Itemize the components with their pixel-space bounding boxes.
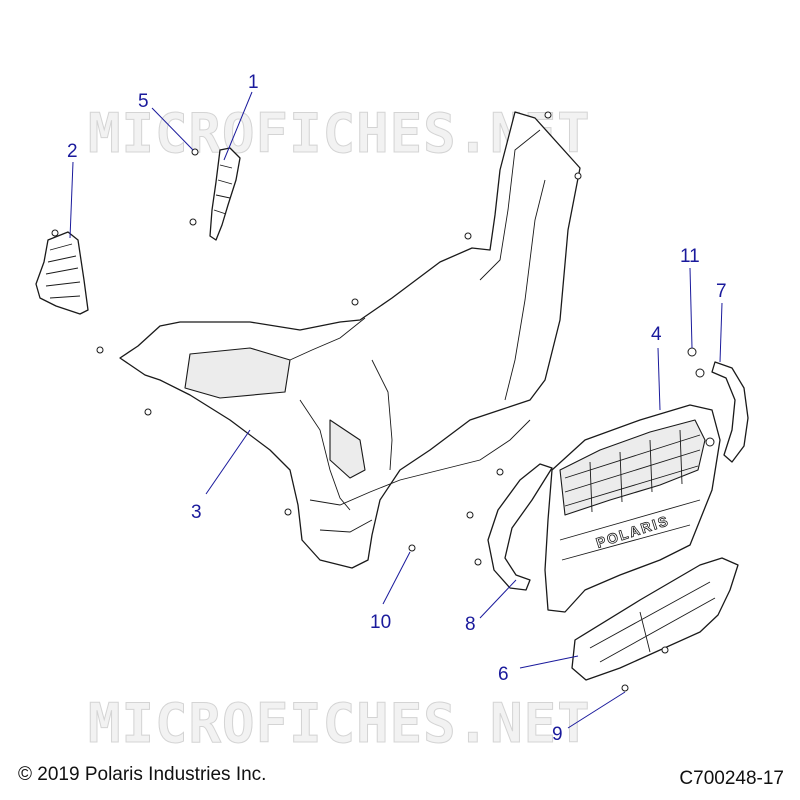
callout-11: 11 — [680, 246, 700, 267]
nut-icon — [687, 347, 697, 357]
screw-icon — [351, 298, 359, 306]
leader-lines — [69, 91, 723, 729]
screw-icon — [191, 148, 199, 156]
screw-icon — [464, 232, 472, 240]
screw-icon — [144, 408, 152, 416]
trim-strip-part-8 — [487, 463, 553, 591]
screw-icon — [496, 468, 504, 476]
screw-icon — [466, 511, 474, 519]
screw-icon — [544, 111, 552, 119]
nut-icon — [705, 437, 715, 447]
callout-4: 4 — [651, 324, 662, 345]
trim-strip-part-7 — [711, 361, 749, 463]
hardware-fasteners — [51, 111, 715, 692]
nut-icon — [695, 368, 705, 378]
callout-7: 7 — [716, 281, 727, 302]
callout-10: 10 — [370, 612, 391, 633]
screw-icon — [574, 172, 582, 180]
screw-icon — [96, 346, 104, 354]
callout-3: 3 — [191, 502, 202, 523]
screw-icon — [189, 218, 197, 226]
drawing-number: C700248-17 — [679, 768, 784, 789]
watermark-top: MICROFICHES.NET — [88, 102, 591, 165]
screw-icon — [621, 684, 629, 692]
callout-8: 8 — [465, 614, 476, 635]
screw-icon — [661, 646, 669, 654]
lower-panel-part-6 — [571, 557, 739, 681]
bracket-part-1 — [209, 147, 241, 241]
callout-6: 6 — [498, 664, 509, 685]
screw-icon — [284, 508, 292, 516]
callout-5: 5 — [138, 91, 149, 112]
side-vent-part-2 — [35, 231, 89, 315]
front-bumper-frame — [119, 111, 581, 569]
grille-part-4: POLARIS — [544, 404, 721, 613]
copyright-text: © 2019 Polaris Industries Inc. — [18, 764, 267, 785]
callouts: 1 5 2 3 4 11 7 6 8 10 9 — [67, 72, 727, 745]
callout-2: 2 — [67, 141, 78, 162]
screw-icon — [51, 229, 59, 237]
watermark-bottom: MICROFICHES.NET — [88, 692, 591, 755]
screw-icon — [408, 544, 416, 552]
callout-1: 1 — [248, 72, 259, 93]
callout-9: 9 — [552, 724, 563, 745]
screw-icon — [474, 558, 482, 566]
